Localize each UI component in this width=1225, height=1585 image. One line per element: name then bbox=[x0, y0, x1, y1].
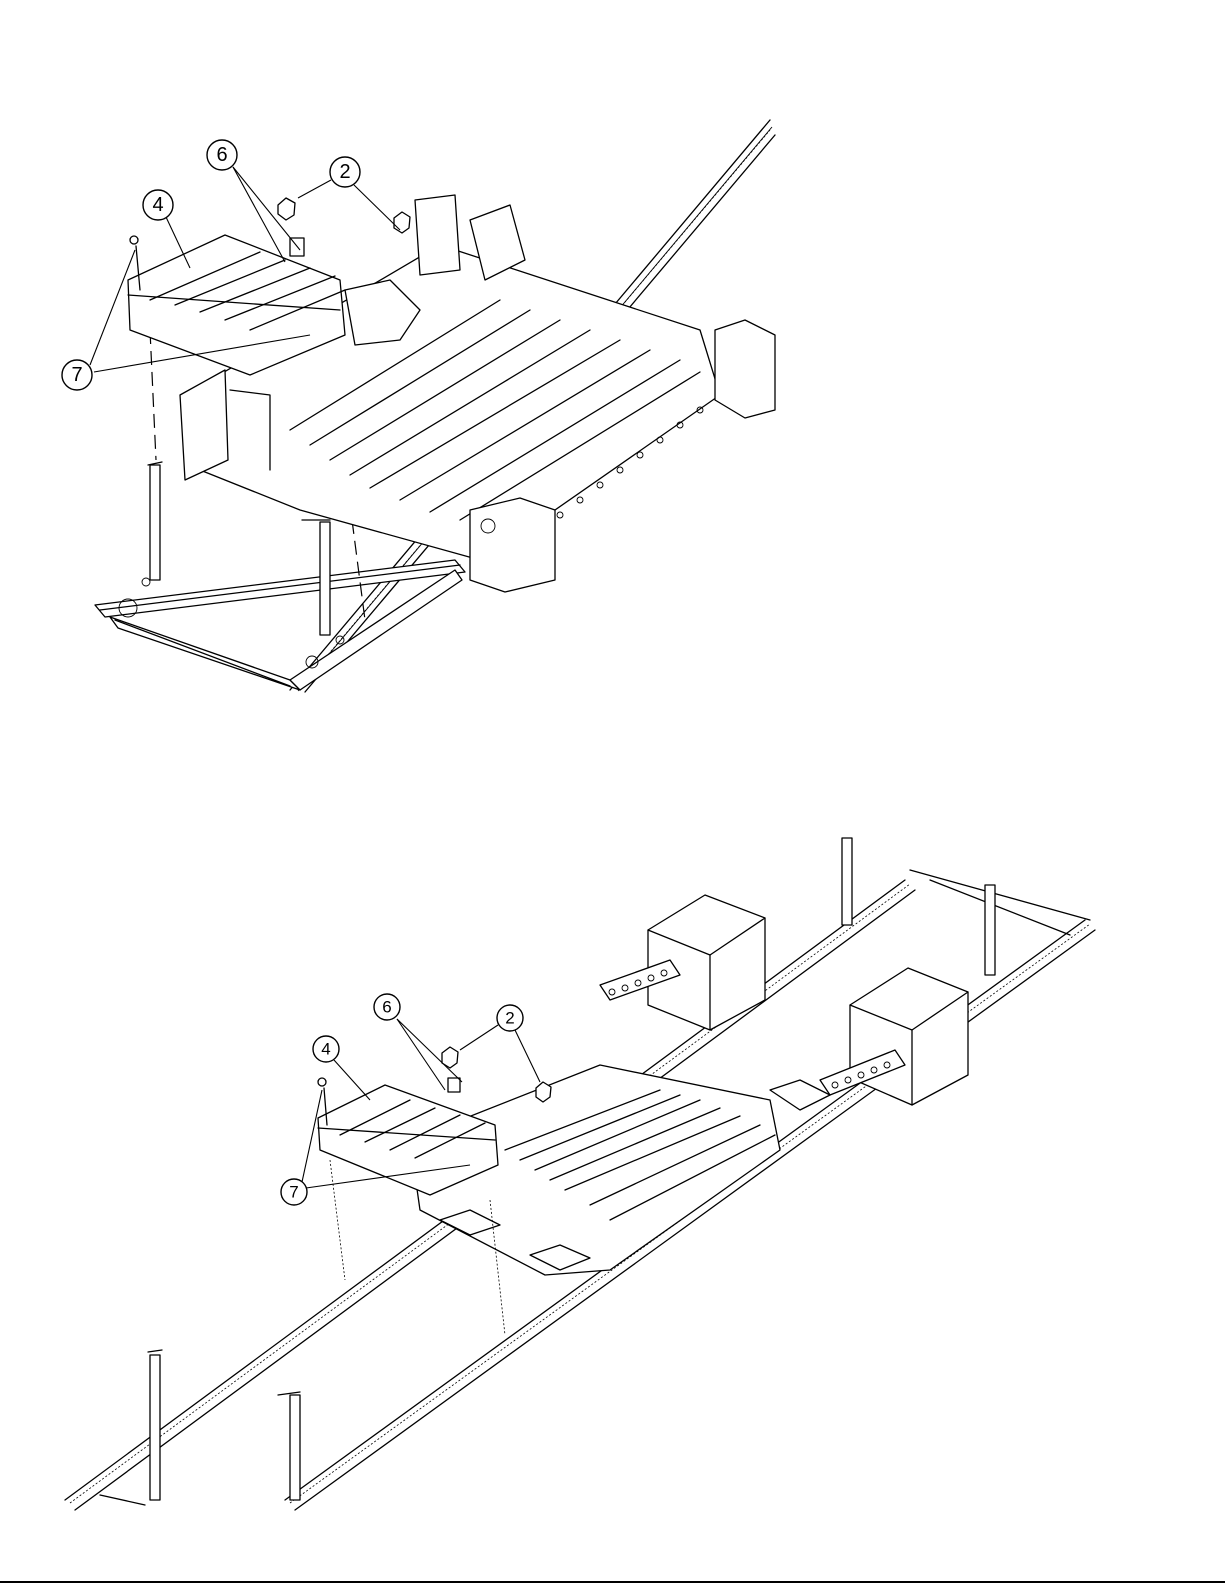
callout-label: 7 bbox=[289, 1183, 298, 1202]
frame-crossbar bbox=[910, 870, 1090, 920]
callout-6-bottom: 6 bbox=[374, 994, 462, 1090]
frame-crossbar bbox=[100, 1495, 145, 1505]
callout-2-top: 2 bbox=[298, 157, 400, 230]
callout-label: 2 bbox=[505, 1009, 514, 1028]
top-assembly-view: 6 2 4 7 bbox=[62, 120, 775, 692]
assembly-guide-line bbox=[150, 330, 156, 460]
callout-2-bottom: 2 bbox=[460, 1005, 540, 1082]
bottom-assembly-view: 6 2 4 7 bbox=[65, 838, 1095, 1510]
frame-crossbar bbox=[930, 880, 1070, 935]
junction-box-2 bbox=[850, 968, 968, 1105]
callout-label: 7 bbox=[71, 364, 82, 386]
page-border-line bbox=[0, 1581, 1225, 1583]
callout-label: 4 bbox=[321, 1040, 330, 1059]
assembly-guide-line bbox=[330, 1160, 345, 1280]
hex-nut-part-2-top bbox=[278, 198, 410, 233]
callout-label: 4 bbox=[152, 194, 163, 216]
callout-label: 6 bbox=[216, 144, 227, 166]
callout-label: 2 bbox=[339, 161, 350, 183]
callout-label: 6 bbox=[382, 998, 391, 1017]
assembly-guide-line bbox=[352, 520, 365, 620]
terminal-module-part-4-bottom bbox=[318, 1078, 498, 1195]
